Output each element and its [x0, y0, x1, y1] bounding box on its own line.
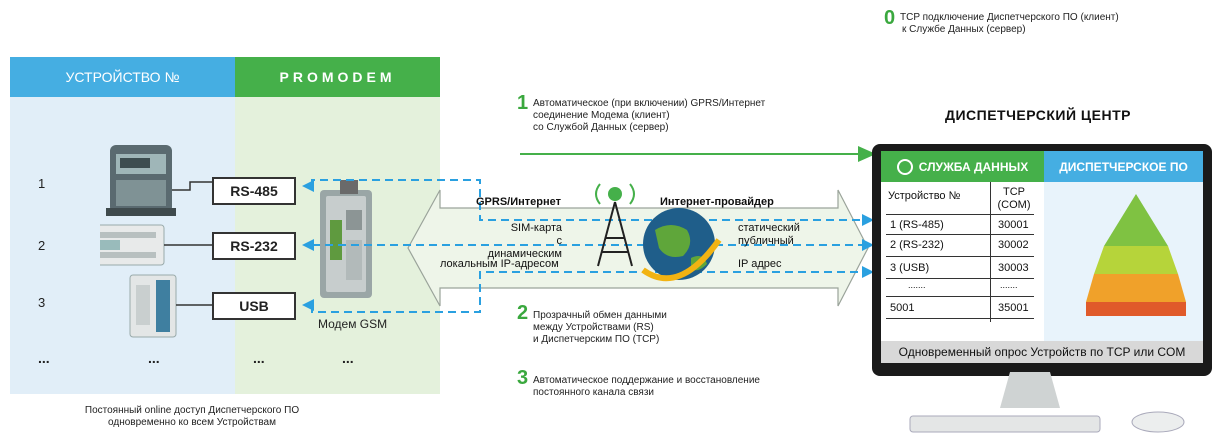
device-header: УСТРОЙСТВО №: [10, 57, 235, 97]
table-line: [886, 318, 1034, 319]
table-last-tcp: 35001: [998, 302, 1029, 314]
service-header: СЛУЖБА ДАННЫХ: [881, 151, 1044, 182]
step-2-text: Прозрачный обмен данными между Устройств…: [533, 310, 667, 346]
device-number-3: 3: [38, 295, 46, 310]
band-right-line3: IP адрес: [738, 258, 782, 270]
monitor-caption: Одновременный опрос Устройств по TCP или…: [881, 341, 1203, 363]
band-left-title: GPRS/Интернет: [476, 196, 562, 208]
table-row-1-tcp: 30001: [998, 219, 1029, 231]
table-row-2-device: 2 (RS-232): [890, 239, 944, 251]
table-header-tcp: TCP (COM): [994, 186, 1034, 212]
dispatch-center-title: ДИСПЕТЧЕРСКИЙ ЦЕНТР: [945, 107, 1131, 123]
port-rs485: RS-485: [212, 177, 296, 205]
table-gap-tcp: .......: [1000, 280, 1018, 290]
band-right-text: статический публичный: [738, 222, 800, 248]
table-line: [886, 278, 1034, 279]
band-right-title: Интернет-провайдер: [660, 196, 774, 208]
table-header-tcp-line2: (COM): [997, 199, 1031, 211]
step-2-line3: и Диспетчерским ПО (TCP): [533, 334, 660, 345]
port-usb: USB: [212, 292, 296, 320]
step-0-text: TCP подключение Диспетчерского ПО (клиен…: [900, 12, 1119, 36]
step-1-number: 1: [517, 92, 529, 114]
devices-illustration: [100, 145, 212, 338]
usb-device-icon: [129, 274, 177, 338]
modem-label: Модем GSM: [318, 317, 388, 331]
pyramid-icon: [1086, 194, 1186, 316]
modem-ellipsis: ...: [342, 350, 354, 366]
step-0-line2: к Службе Данных (сервер): [902, 24, 1026, 35]
promodem-logo: PROMODEM: [235, 57, 440, 97]
port-ellipsis: ...: [253, 350, 265, 366]
table-header-device: Устройство №: [888, 190, 961, 202]
cell-tower-icon: [595, 183, 635, 267]
step-3-line2: постоянного канала связи: [533, 387, 654, 398]
service-header-label: СЛУЖБА ДАННЫХ: [918, 159, 1029, 174]
step-3-line1: Автоматическое поддержание и восстановле…: [533, 375, 760, 386]
step-3-text: Автоматическое поддержание и восстановле…: [533, 375, 760, 399]
table-row-3-tcp: 30003: [998, 262, 1029, 274]
device-ellipsis: ...: [38, 350, 50, 366]
port-rs232: RS-232: [212, 232, 296, 260]
table-line: [886, 234, 1034, 235]
device-number-1: 1: [38, 176, 46, 191]
left-caption-line2: одновременно ко всем Устройствам: [108, 417, 276, 428]
table-line: [886, 296, 1034, 297]
energy-meter-icon: [106, 145, 176, 216]
left-caption: Постоянный online доступ Диспетчерского …: [82, 405, 302, 429]
table-gap-device: .......: [908, 280, 926, 290]
band-right-line2: публичный: [738, 235, 794, 247]
step-3-number: 3: [517, 367, 529, 389]
step-1-line2: соединение Модема (клиент): [533, 110, 670, 121]
table-line: [886, 256, 1034, 257]
dispatch-header: ДИСПЕТЧЕРСКОЕ ПО: [1044, 151, 1203, 182]
band-left-line1: SIM-карта: [510, 222, 562, 234]
step-0-number: 0: [884, 7, 896, 29]
table-row-1-device: 1 (RS-485): [890, 219, 944, 231]
step-2-line1: Прозрачный обмен данными: [533, 310, 667, 321]
table-header-tcp-line1: TCP: [1003, 186, 1025, 198]
band-left-line2: с динамическим: [487, 235, 562, 260]
table-divider: [990, 182, 991, 322]
device-ellipsis-2: ...: [148, 350, 160, 366]
left-caption-line1: Постоянный online доступ Диспетчерского …: [84, 405, 300, 416]
device-number-2: 2: [38, 238, 46, 253]
table-row-3-device: 3 (USB): [890, 262, 930, 274]
band-right-line1: статический: [738, 222, 800, 234]
step-1-text: Автоматическое (при включении) GPRS/Инте…: [533, 98, 765, 134]
step-0-line1: TCP подключение Диспетчерского ПО (клиен…: [900, 12, 1119, 23]
step-2-number: 2: [517, 302, 529, 324]
band-left-text: SIM-карта с динамическим: [480, 222, 562, 261]
service-logo-icon: [896, 158, 913, 175]
step-1-line3: со Службой Данных (сервер): [533, 122, 669, 133]
globe-icon: [641, 208, 722, 282]
step-2-line2: между Устройствами (RS): [533, 322, 654, 333]
table-line: [886, 214, 1034, 215]
monitor-stand-icon: [909, 372, 1185, 433]
table-row-2-tcp: 30002: [998, 239, 1029, 251]
table-last-device: 5001: [890, 302, 915, 314]
step-1-line1: Автоматическое (при включении) GPRS/Инте…: [533, 98, 766, 109]
band-left-line3: локальным IP-адресом: [440, 258, 559, 270]
